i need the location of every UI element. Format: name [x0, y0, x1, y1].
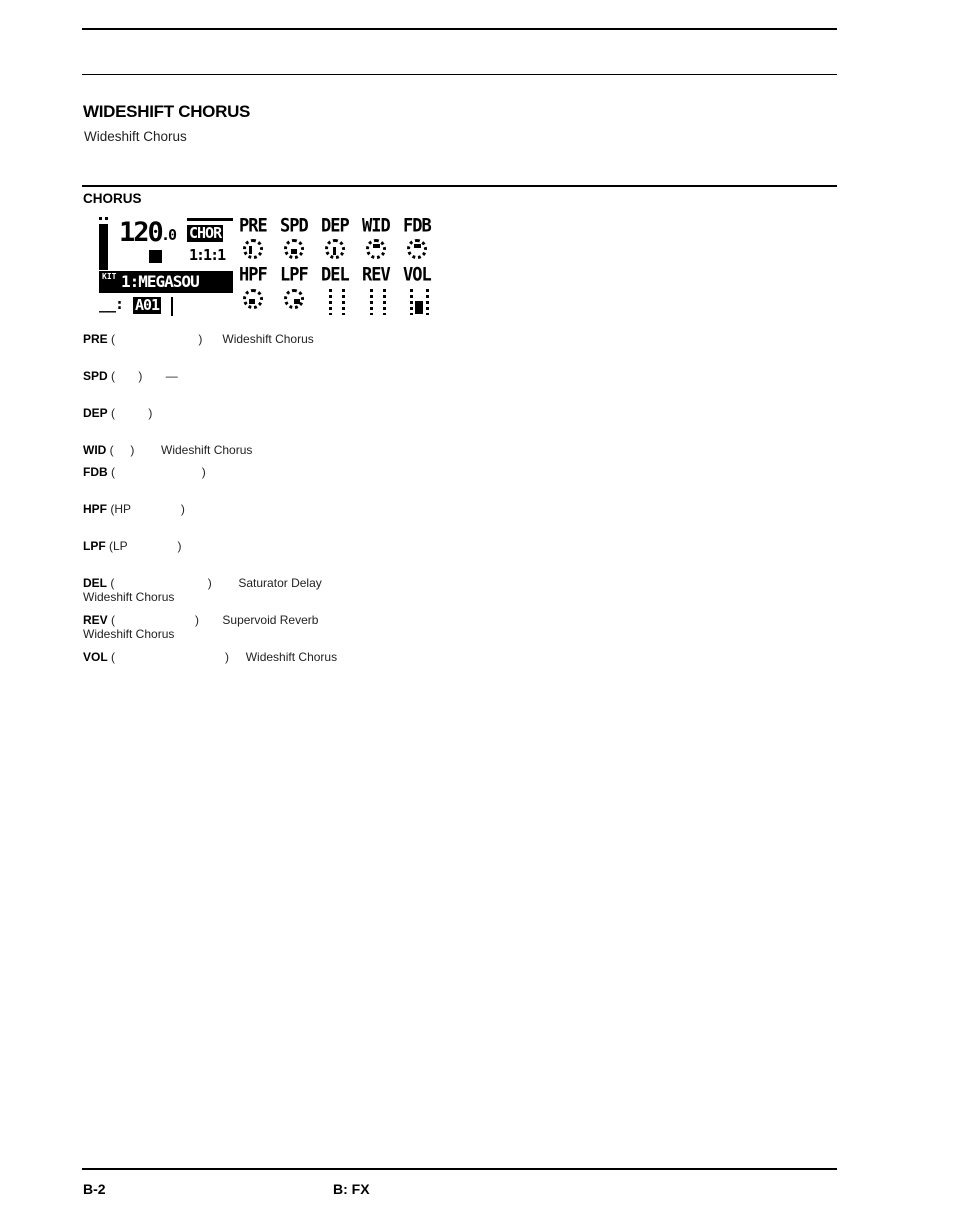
cursor-bar [171, 297, 173, 316]
page-title: WIDESHIFT CHORUS [83, 102, 251, 121]
param-dep: DEP ( ) [83, 406, 153, 420]
param-wid: WID ( ) Wideshift Chorus [83, 443, 253, 457]
position-counter: 1:1:1 [189, 246, 226, 264]
stop-icon [149, 250, 162, 263]
label-spd: SPD [280, 214, 309, 237]
label-vol: VOL [403, 263, 432, 286]
fader-rev-icon [370, 289, 373, 315]
pattern-id: A01 [133, 296, 162, 314]
knob-fdb-icon [407, 239, 427, 259]
page-number: B-2 [83, 1181, 106, 1197]
pattern-prefix: __: [99, 295, 124, 313]
header-rule [82, 74, 837, 75]
fader-vol-level [415, 301, 423, 314]
knob-wid-icon [366, 239, 386, 259]
kit-bar: KIT 1:MEGASOU [99, 271, 233, 293]
knob-hpf-icon [243, 289, 263, 309]
param-rev-line2: Wideshift Chorus [83, 627, 175, 641]
footer-rule [82, 1168, 837, 1170]
knob-lpf-icon [284, 289, 304, 309]
level-meter-peak [99, 217, 102, 220]
fader-vol-icon [410, 289, 413, 315]
param-vol: VOL ( ) Wideshift Chorus [83, 650, 338, 664]
label-del: DEL [321, 263, 350, 286]
label-wid: WID [362, 214, 391, 237]
param-del: DEL ( ) Saturator Delay [83, 576, 322, 590]
kit-name: 1:MEGASOU [121, 272, 200, 291]
label-dep: DEP [321, 214, 350, 237]
param-del-line2: Wideshift Chorus [83, 590, 175, 604]
param-lpf: LPF (LP ) [83, 539, 182, 553]
knob-spd-icon [284, 239, 304, 259]
knob-dep-icon [325, 239, 345, 259]
label-rev: REV [362, 263, 391, 286]
fader-del-icon [329, 289, 332, 315]
label-fdb: FDB [403, 214, 432, 237]
param-rev: REV ( ) Supervoid Reverb [83, 613, 319, 627]
param-pre: PRE ( ) Wideshift Chorus [83, 332, 314, 346]
lcd-screen: 120 .0 CHOR 1:1:1 KIT 1:MEGASOU __: A01 … [97, 215, 437, 318]
top-rule [82, 28, 837, 30]
tempo-decimal: .0 [161, 226, 177, 244]
param-fdb: FDB ( ) [83, 465, 206, 479]
knob-pre-icon [243, 239, 263, 259]
label-lpf: LPF [280, 263, 309, 286]
chapter-title: B: FX [333, 1181, 370, 1197]
param-hpf: HPF (HP ) [83, 502, 185, 516]
kit-prefix: KIT [102, 272, 117, 281]
section-rule [82, 185, 837, 187]
tempo-value: 120 [119, 217, 164, 248]
effect-name: CHOR [187, 224, 224, 242]
param-spd: SPD ( ) — [83, 369, 178, 383]
label-hpf: HPF [239, 263, 268, 286]
level-meter [99, 224, 108, 270]
label-pre: PRE [239, 214, 268, 237]
page-subtitle: Wideshift Chorus [84, 129, 187, 144]
section-heading: CHORUS [83, 191, 142, 206]
